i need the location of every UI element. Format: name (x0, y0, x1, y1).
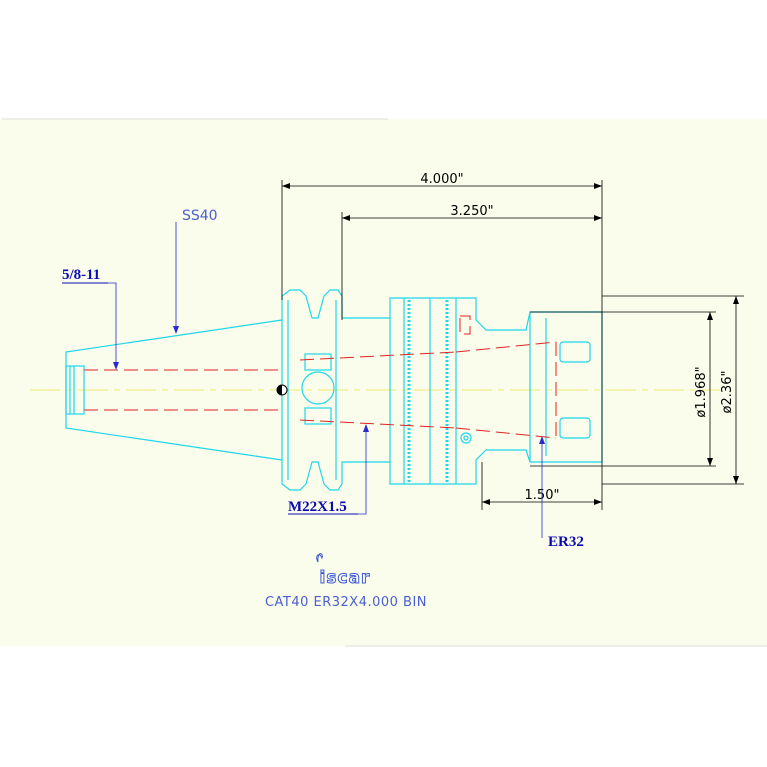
back-thread-callout: M22X1.5 (288, 499, 347, 515)
logo-flame-mark (316, 553, 323, 563)
dimension-arrowheads (282, 183, 739, 505)
drawing-background (0, 119, 767, 646)
nose-diameter-dimension: ø1.968" (694, 366, 709, 417)
gauge-point-marker (276, 384, 288, 396)
gauge-length-dimension: 3.250" (450, 204, 493, 219)
drawbar-thread-callout: 5/8-11 (62, 267, 100, 283)
retention-knob-callout: SS40 (182, 208, 218, 224)
taper-shank (65, 319, 283, 461)
flange-diameter-dimension: ø2.36" (720, 371, 735, 414)
hidden-bore-lines (84, 315, 557, 439)
logo-text: iscar (320, 568, 371, 588)
callout-arrowheads (113, 326, 545, 444)
overall-length-dimension: 4.000" (420, 172, 463, 187)
drawing-caption: CAT40 ER32X4.000 BIN (265, 595, 427, 610)
collet-callout: ER32 (548, 534, 584, 550)
iscar-logo: iscar (316, 553, 371, 589)
